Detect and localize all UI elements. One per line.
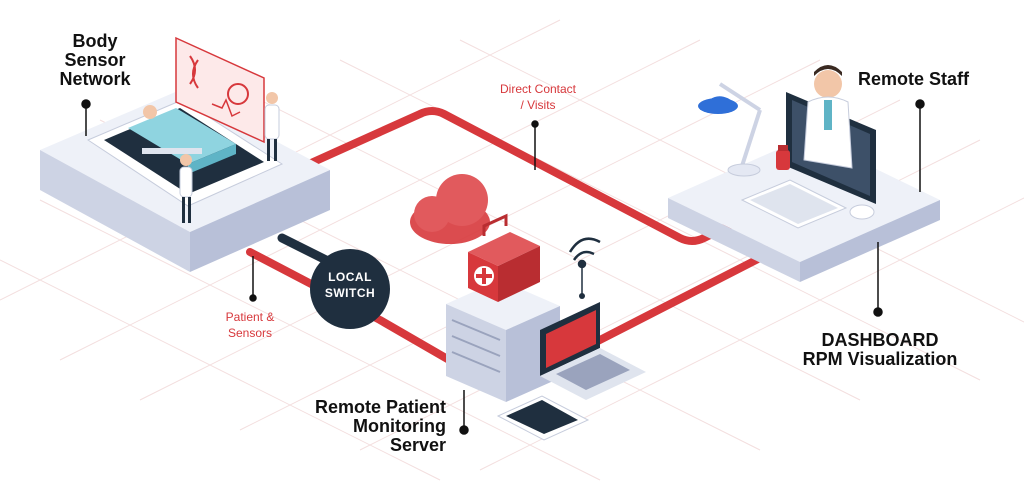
connection-lines [246, 107, 764, 376]
local-switch-label: LOCAL SWITCH [312, 270, 388, 301]
remote-staff-label: Remote Staff [858, 69, 970, 89]
label-line: Monitoring [353, 415, 446, 436]
server-label: Remote Patient Monitoring Server [270, 398, 446, 455]
cloud-icon [410, 174, 490, 244]
mouse-icon [849, 204, 875, 220]
desk-lamp-icon [698, 82, 762, 177]
label-line: Sensors [227, 326, 273, 341]
label-line: RPM Visualization [802, 348, 958, 369]
label-line: LOCAL [328, 270, 372, 284]
hospital-bed-icon [128, 105, 236, 174]
body-sensor-platform [40, 36, 330, 272]
switch-cable [277, 233, 335, 267]
server-to-staff-line [592, 254, 764, 346]
direct-contact-label: Direct Contact / Visits [478, 81, 598, 113]
patient-sensors-label: Patient & Sensors [205, 309, 295, 341]
label-line: Direct Contact [499, 82, 577, 96]
label-line: DASHBOARD [821, 330, 939, 350]
label-line: / Visits [520, 98, 556, 113]
local-switch-node [310, 249, 390, 329]
wifi-icon [568, 237, 601, 299]
label-line: Server [389, 434, 446, 455]
dashboard-label: DASHBOARD RPM Visualization [780, 331, 980, 369]
doctor-icon [264, 92, 280, 161]
label-line: Remote Patient [314, 397, 446, 417]
nurse-icon [179, 154, 193, 223]
label-line: Network [59, 68, 131, 89]
label-line: Patient & [225, 310, 275, 324]
medicine-bottle-icon [776, 145, 790, 170]
dna-screen-icon [175, 36, 265, 144]
patient-to-switch-line [246, 248, 474, 376]
direct-contact-line [296, 107, 744, 245]
tablet-icon [496, 395, 590, 441]
first-aid-kit-icon [468, 213, 540, 302]
label-line: Body [72, 31, 118, 51]
label-line: SWITCH [324, 285, 376, 300]
label-pins [81, 99, 925, 435]
keyboard-icon [740, 179, 848, 229]
label-line: Sensor [64, 49, 126, 70]
doctor-icon [803, 65, 853, 169]
laptop-icon [540, 302, 646, 400]
body-sensor-network-label: Body Sensor Network [40, 32, 150, 89]
